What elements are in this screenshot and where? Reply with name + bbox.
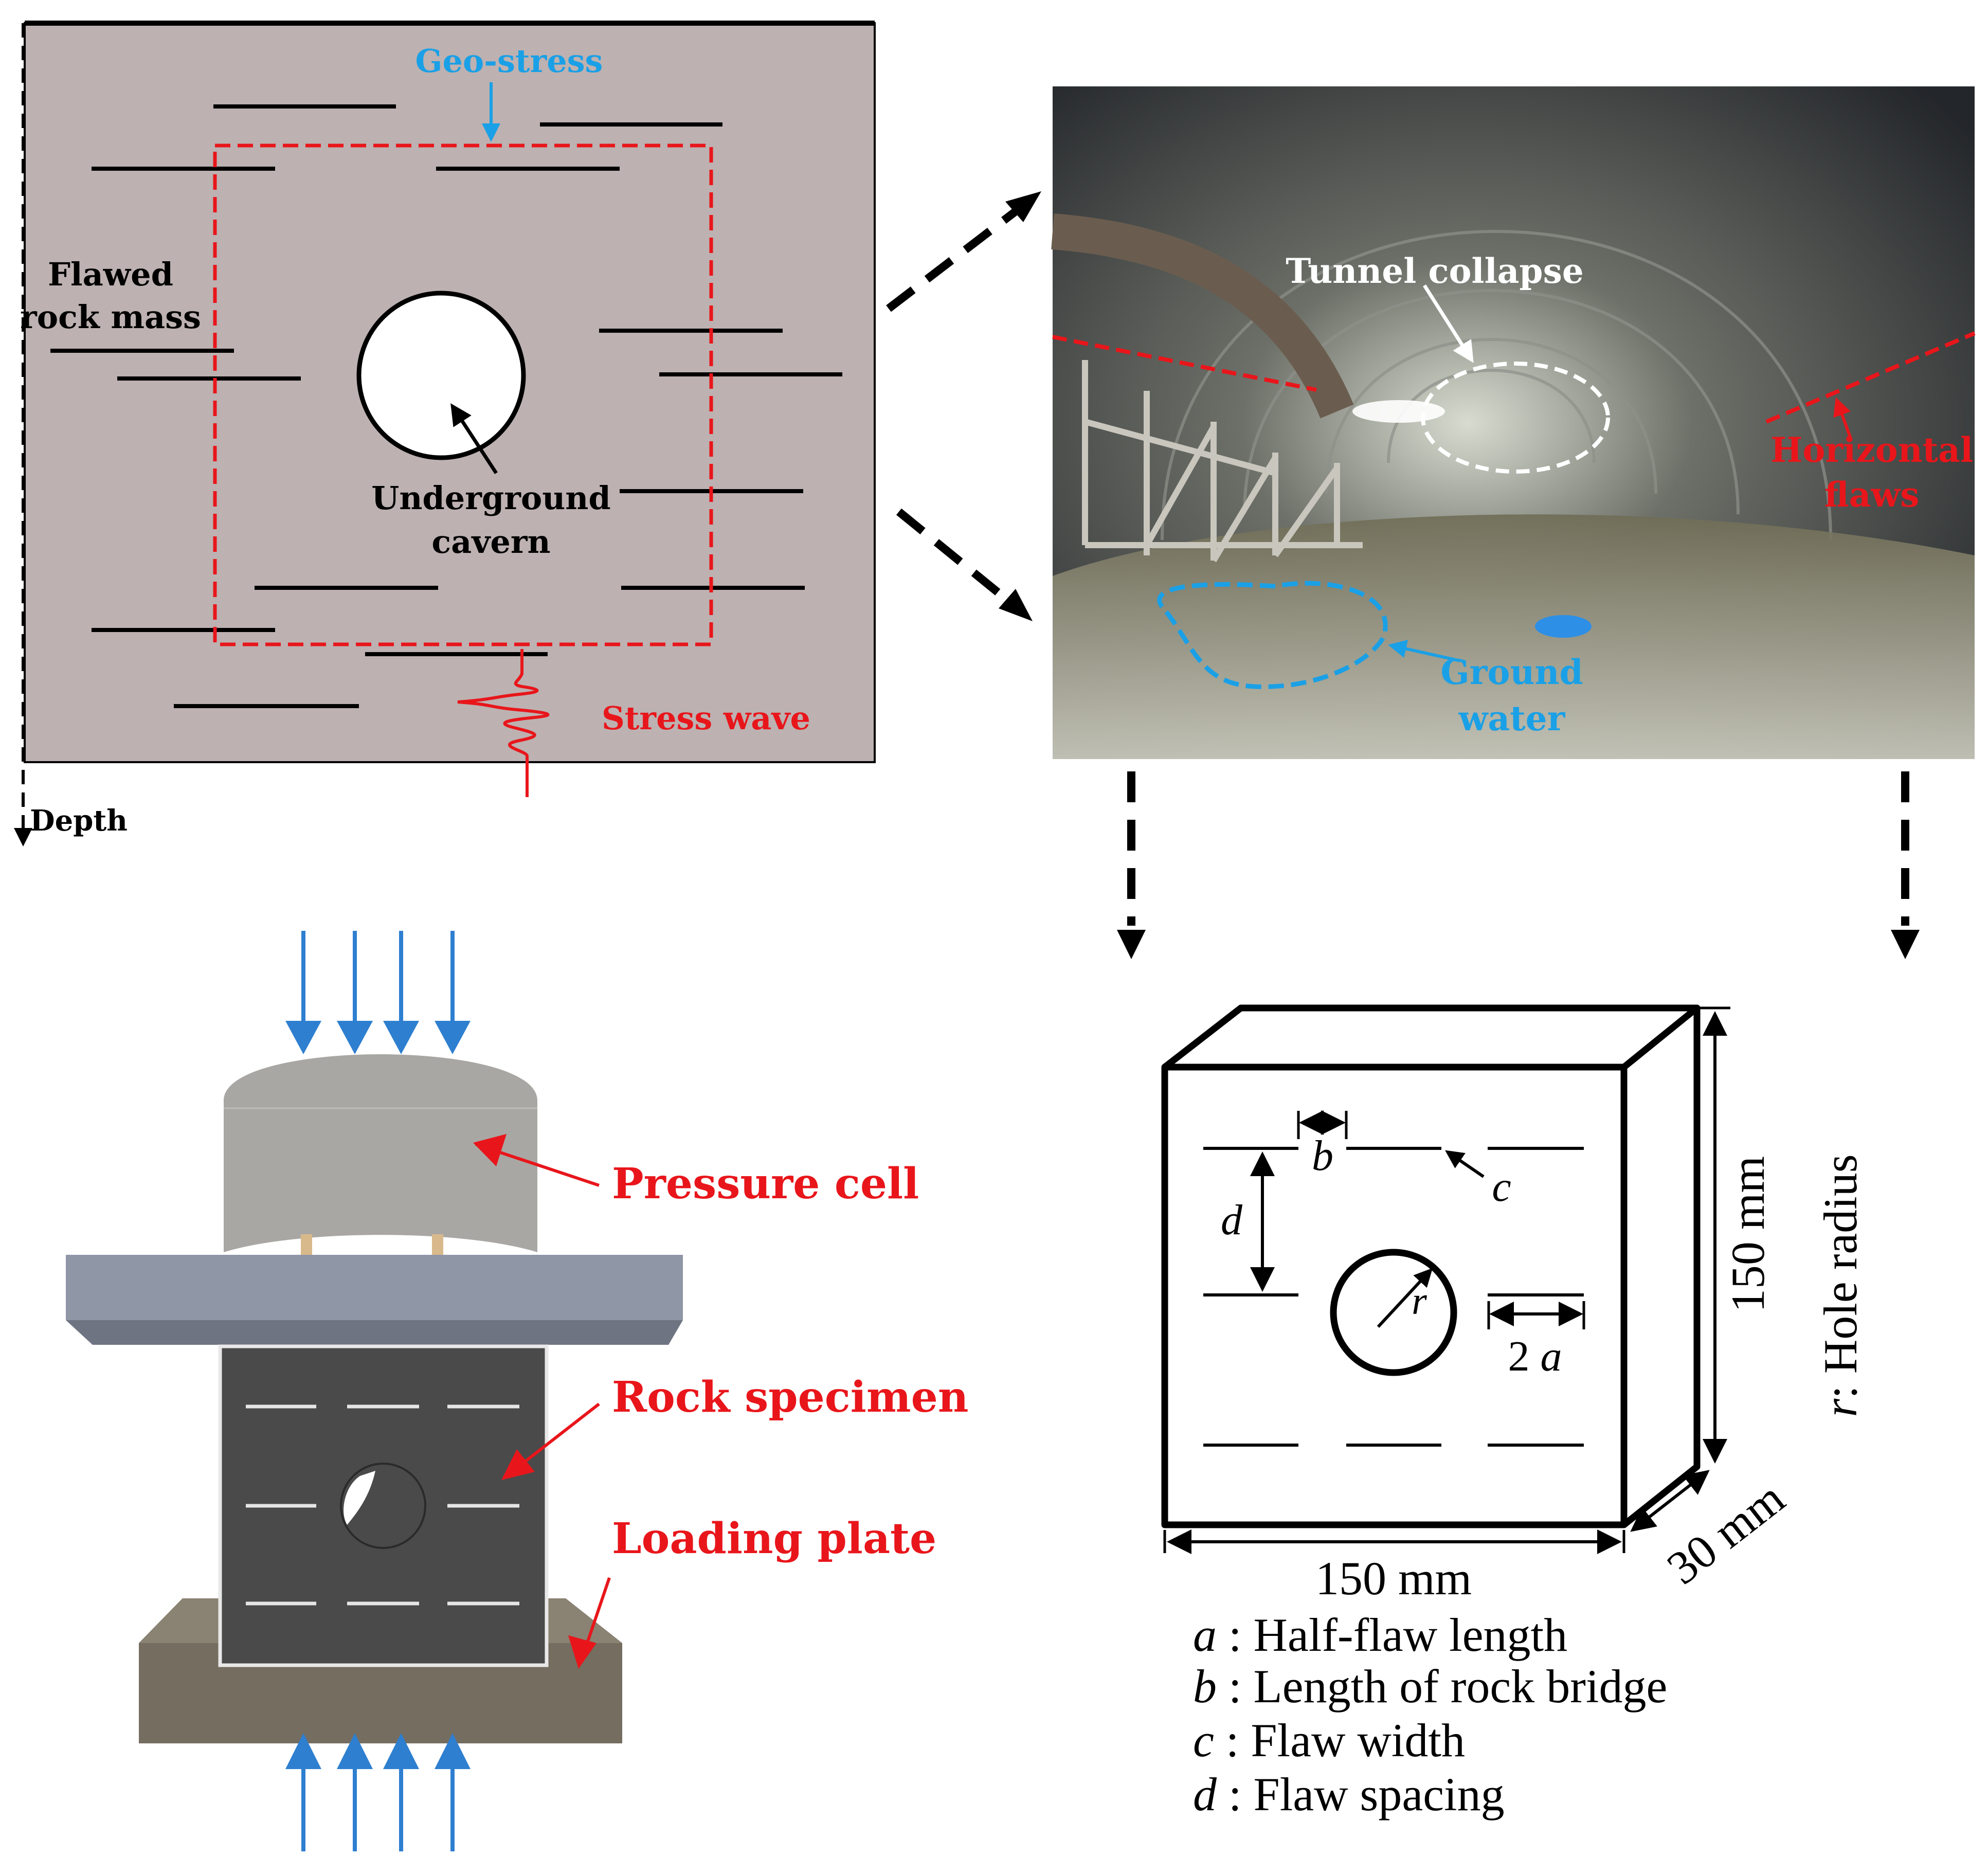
horizontal-flaws-pointer <box>1833 397 1852 438</box>
geo-stress-label: Geo-stress <box>415 42 603 80</box>
panel-specimen-geometry: r b c d 2 a 150 mm 150 mm 30 mm r: Hole … <box>1161 1004 1867 1821</box>
stress-wave-signal <box>457 649 550 797</box>
radius-arrow <box>1377 1268 1433 1328</box>
bottom-load-arrows <box>285 1733 471 1851</box>
horizontal-flaws-label-2: flaws <box>1824 475 1920 515</box>
depth-dimension <box>1630 1470 1710 1532</box>
legend-b: b : Length of rock bridge <box>1193 1660 1667 1713</box>
height-label: 150 mm <box>1722 1156 1774 1312</box>
d-label: d <box>1221 1196 1243 1244</box>
top-plate <box>66 1255 683 1320</box>
top-load-arrows <box>285 931 471 1054</box>
pressure-cell <box>224 1054 537 1252</box>
ground-water-label-2: water <box>1458 698 1566 738</box>
geometry-hole <box>1330 1249 1457 1376</box>
scaffold <box>1082 360 1363 563</box>
depth-label: Depth <box>30 804 128 838</box>
loading-plate-label: Loading plate <box>612 1514 936 1563</box>
flaw-marker-right <box>1765 331 1976 424</box>
panel-rock-mass: Depth Underground cavern Flawed rock mas… <box>14 21 876 846</box>
legend-c: c : Flaw width <box>1193 1714 1465 1767</box>
ground-water-pointer <box>1388 639 1461 662</box>
panel-tunnel-photo: Tunnel collapse Horizontal flaws Ground … <box>1051 86 1976 759</box>
specimen-hole-highlight <box>344 1471 375 1525</box>
width-label: 150 mm <box>1315 1552 1472 1605</box>
tunnel-floor <box>1053 514 1975 759</box>
connector-arrows-top <box>886 191 1041 621</box>
collapse-pointer <box>1423 284 1474 363</box>
blue-tarp <box>1535 615 1592 638</box>
flaw-lines <box>50 104 842 708</box>
radius-label: r <box>1412 1280 1427 1323</box>
pressure-cell-label: Pressure cell <box>612 1159 919 1209</box>
depth-dim-label: 30 mm <box>1657 1471 1794 1594</box>
flaw-marker-left <box>1052 335 1317 392</box>
cavern-label-2: cavern <box>431 523 550 561</box>
cell-leg-left <box>301 1234 312 1260</box>
c-pointer <box>1445 1150 1485 1178</box>
tunnel-collapse-label: Tunnel collapse <box>1286 251 1583 291</box>
panel-loading-setup: Pressure cell Rock specimen Loading plat… <box>66 931 968 1851</box>
b-label: b <box>1312 1132 1333 1180</box>
horizontal-flaws-label-1: Horizontal <box>1770 430 1973 470</box>
flawed-rock-mass-label-1: Flawed <box>48 256 173 293</box>
collapse-zone-outline <box>1421 362 1610 474</box>
c-label: c <box>1492 1163 1511 1211</box>
stress-wave-label: Stress wave <box>602 699 810 737</box>
geometry-flaws <box>1203 1147 1584 1447</box>
tunnel-light <box>1352 400 1445 423</box>
ventilation-pipe <box>1051 213 1354 419</box>
cavern-label-1: Underground <box>371 479 610 517</box>
2a-label: 2 a <box>1508 1332 1562 1380</box>
cell-leg-right <box>432 1234 443 1260</box>
ground-water-label-1: Ground <box>1440 652 1583 692</box>
parameter-legend: a : Half-flaw length b : Length of rock … <box>1193 1609 1667 1821</box>
hole-radius-label: r: Hole radius <box>1814 1154 1867 1417</box>
flawed-rock-mass-label-2: rock mass <box>20 298 201 336</box>
legend-d: d : Flaw spacing <box>1193 1768 1505 1821</box>
connector-arrows-down <box>1117 771 1920 959</box>
legend-a: a : Half-flaw length <box>1193 1609 1567 1661</box>
underground-cavern <box>356 291 526 460</box>
rock-specimen-label: Rock specimen <box>612 1373 968 1422</box>
cavern-pointer <box>450 403 498 474</box>
top-plate-side <box>66 1320 683 1345</box>
specimen-flaws <box>246 1404 519 1606</box>
